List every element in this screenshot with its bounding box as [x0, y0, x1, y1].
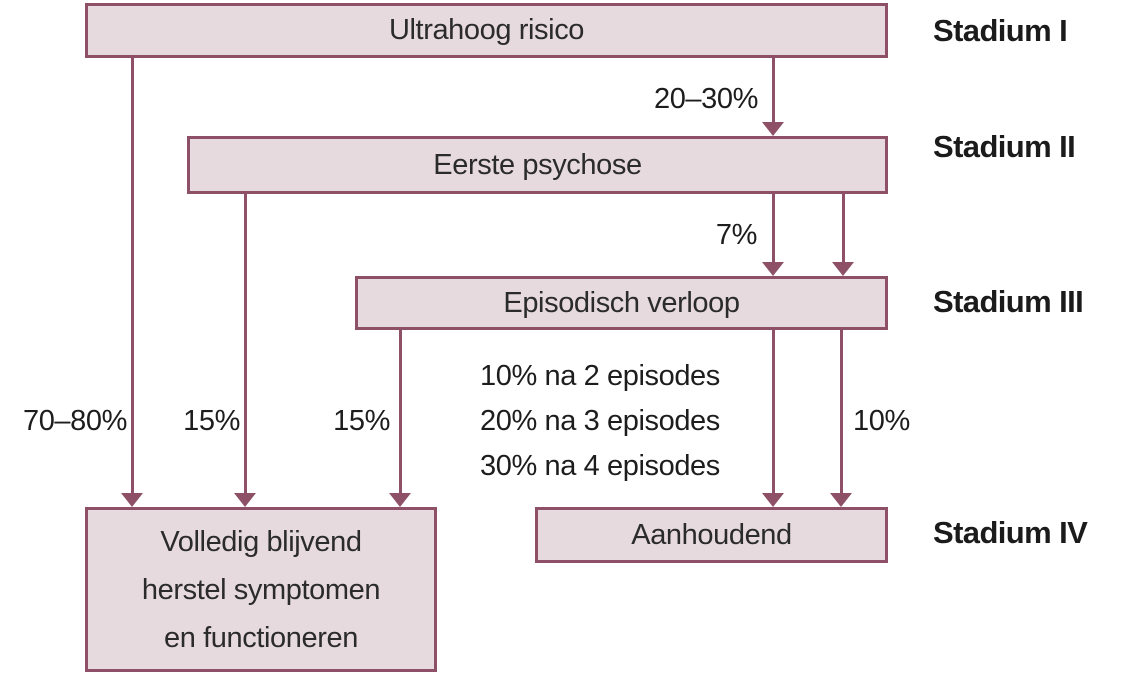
arrow-first-to-recovery [234, 194, 256, 507]
episode-notes: 10% na 2 episodes 20% na 3 episodes 30% … [480, 354, 720, 489]
box-episodisch-verloop: Episodisch verloop [355, 276, 888, 330]
arrow-line [771, 194, 775, 262]
arrow-uhr-to-first-psychosis [762, 58, 784, 136]
box-eerste-psychose: Eerste psychose [187, 136, 888, 194]
arrow-line [771, 58, 775, 122]
box-volledig-herstel-line3: en functioneren [164, 621, 358, 654]
arrow-first-to-episodic-right [832, 194, 854, 276]
arrow-head-icon [762, 262, 784, 276]
arrow-line [839, 330, 843, 493]
box-volledig-herstel-line1: Volledig blijvend [160, 525, 362, 558]
arrow-episodic-to-persistent-left [762, 330, 784, 507]
edge-label-7: 7% [715, 219, 758, 251]
box-episodisch-verloop-label: Episodisch verloop [503, 286, 740, 319]
edge-label-20-30: 20–30% [653, 83, 758, 115]
stage-label-stadium-iv: Stadium IV [933, 515, 1088, 550]
episode-note-3: 30% na 4 episodes [480, 450, 720, 482]
stage-label-stadium-i: Stadium I [933, 13, 1068, 48]
arrow-head-icon [832, 262, 854, 276]
edge-label-10: 10% [853, 405, 910, 437]
box-ultrahoog-risico: Ultrahoog risico [85, 3, 888, 58]
stage-label-stadium-ii: Stadium II [933, 129, 1076, 164]
edge-label-70-80: 70–80% [22, 405, 127, 437]
box-volledig-herstel: Volledig blijvend herstel symptomen en f… [85, 507, 437, 672]
arrow-line [243, 194, 247, 493]
episode-note-2: 20% na 3 episodes [480, 405, 720, 437]
box-aanhoudend-label: Aanhoudend [631, 518, 792, 551]
arrow-head-icon [762, 493, 784, 507]
arrow-uhr-to-recovery [121, 58, 143, 507]
box-aanhoudend: Aanhoudend [535, 507, 888, 563]
arrow-head-icon [762, 122, 784, 136]
box-eerste-psychose-label: Eerste psychose [433, 148, 642, 181]
episode-note-1: 10% na 2 episodes [480, 360, 720, 392]
edge-label-15-second: 15% [333, 405, 390, 437]
arrow-line [398, 330, 402, 493]
arrow-line [130, 58, 134, 493]
box-ultrahoog-risico-label: Ultrahoog risico [388, 14, 585, 46]
arrow-first-to-episodic-left [762, 194, 784, 276]
arrow-line [841, 194, 845, 262]
arrow-head-icon [830, 493, 852, 507]
arrow-episodic-to-recovery [389, 330, 411, 507]
arrow-head-icon [389, 493, 411, 507]
stage-label-stadium-iii: Stadium III [933, 284, 1084, 319]
edge-label-15-first: 15% [183, 405, 240, 437]
arrow-episodic-to-persistent-right [830, 330, 852, 507]
arrow-head-icon [121, 493, 143, 507]
arrow-line [771, 330, 775, 493]
arrow-head-icon [234, 493, 256, 507]
box-volledig-herstel-line2: herstel symptomen [141, 573, 381, 606]
